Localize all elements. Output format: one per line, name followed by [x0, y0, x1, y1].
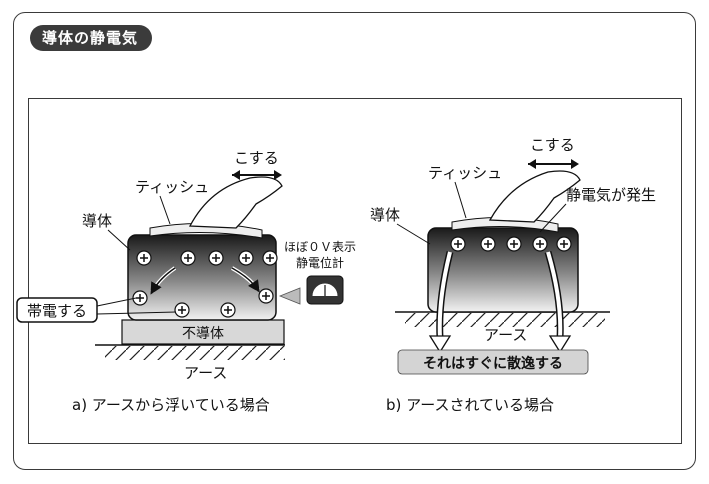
left-caption: a) アースから浮いている場合 [72, 396, 270, 414]
insulator-label: 不導体 [182, 326, 224, 342]
right-conductor-leader [397, 224, 430, 244]
meter-name-label: 静電位計 [296, 255, 344, 270]
right-conductor-label: 導体 [370, 206, 400, 224]
left-rub-label: こする [234, 149, 279, 167]
right-tissue-leader [455, 182, 466, 218]
left-panel: 不導体 こする ティッシュ 導体 [17, 149, 356, 414]
right-caption: b) アースされている場合 [386, 396, 554, 414]
meter-pointer-arrow [280, 288, 300, 304]
right-ground-hatch [405, 313, 605, 327]
left-ground-hatch [105, 346, 285, 360]
static-label: 静電気が発生 [566, 186, 656, 204]
left-earth-label: アース [184, 364, 227, 382]
dissipate-label: それはすぐに散逸する [423, 355, 563, 372]
left-conductor-block [128, 235, 276, 320]
right-earth-label: アース [484, 326, 527, 344]
right-panel: こする ティッシュ 静電気が発生 導体 アース それはすぐに散逸する b) アー… [370, 136, 656, 414]
meter-reading-label: ほぼ０Ｖ表示 [284, 240, 356, 254]
left-conductor-leader [108, 230, 130, 250]
left-tissue-leader [160, 196, 170, 224]
right-rub-label: こする [530, 136, 575, 154]
right-tissue-label: ティッシュ [428, 164, 502, 182]
charged-label: 帯電する [27, 302, 87, 320]
left-conductor-label: 導体 [82, 212, 112, 230]
left-tissue-label: ティッシュ [135, 178, 209, 196]
